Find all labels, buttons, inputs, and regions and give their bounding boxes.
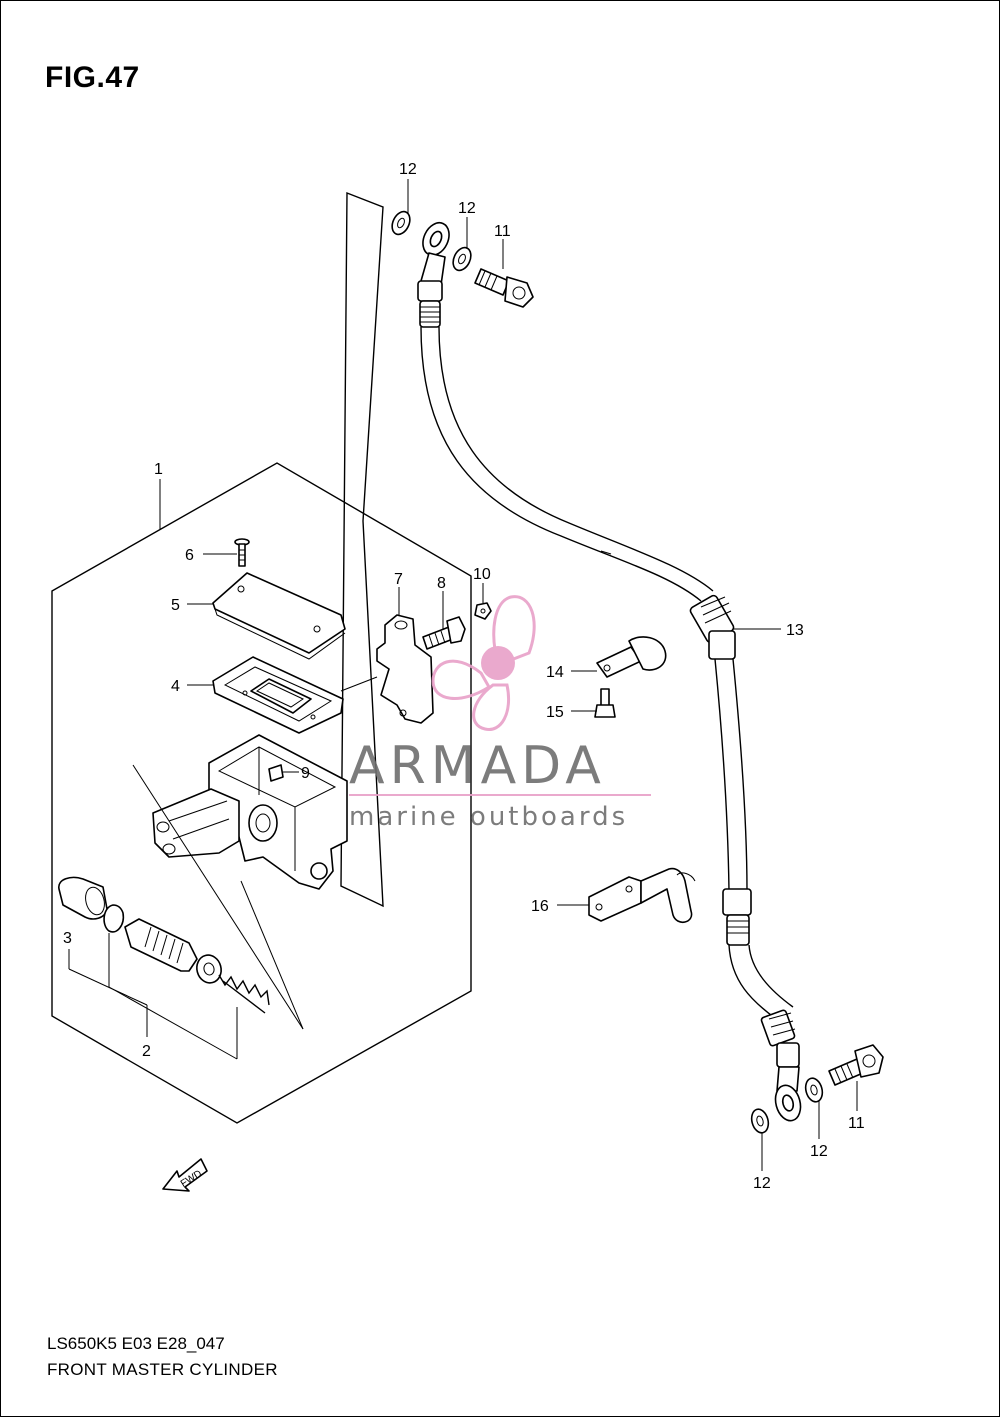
circlip bbox=[103, 904, 125, 933]
callout-15: 15 bbox=[546, 704, 564, 721]
fwd-direction-arrow: FWD bbox=[162, 1158, 208, 1192]
master-cylinder-body bbox=[152, 734, 348, 890]
callout-16: 16 bbox=[531, 898, 549, 915]
boot-3 bbox=[58, 876, 108, 920]
hose-clamp-14 bbox=[596, 636, 667, 678]
piston bbox=[124, 918, 198, 972]
callout-11-b: 11 bbox=[848, 1115, 865, 1132]
callout-7: 7 bbox=[394, 571, 403, 588]
brake-hose-13 bbox=[417, 221, 802, 1122]
assembly-1-boundary bbox=[51, 462, 472, 1124]
bolt-15 bbox=[594, 688, 616, 718]
return-spring bbox=[218, 974, 270, 1014]
washer-12-b bbox=[452, 246, 472, 272]
washer-12-a bbox=[391, 210, 411, 236]
watermark-tagline: marine outboards bbox=[349, 802, 628, 832]
callout-11-a: 11 bbox=[494, 223, 511, 240]
callout-5: 5 bbox=[171, 597, 180, 614]
washer-12-d bbox=[750, 1108, 770, 1134]
switch-7 bbox=[376, 614, 434, 724]
reservoir-group-boundary bbox=[340, 191, 384, 908]
union-bolt-11-top bbox=[474, 268, 534, 308]
hose-bracket-16 bbox=[588, 867, 696, 923]
figure-code: LS650K5 E03 E28_047 bbox=[47, 1334, 225, 1353]
callout-10: 10 bbox=[473, 566, 491, 583]
watermark-brand: ARMADA bbox=[349, 736, 606, 796]
leader-lines bbox=[68, 179, 858, 1171]
callout-13: 13 bbox=[786, 622, 804, 639]
reservoir-cap-5 bbox=[212, 572, 346, 660]
screw-6 bbox=[234, 538, 250, 567]
figure-caption: FRONT MASTER CYLINDER bbox=[47, 1360, 278, 1379]
screw-8 bbox=[422, 616, 466, 650]
diaphragm-4 bbox=[212, 656, 344, 734]
callout-6: 6 bbox=[185, 547, 194, 564]
propeller-icon bbox=[431, 595, 536, 731]
nut-10 bbox=[474, 602, 492, 620]
callout-12-a: 12 bbox=[399, 161, 417, 178]
callout-12-d: 12 bbox=[753, 1175, 771, 1192]
armada-watermark: ARMADA marine outboards bbox=[349, 595, 651, 832]
callout-1: 1 bbox=[154, 461, 163, 478]
callout-12-b: 12 bbox=[458, 200, 476, 217]
callout-8: 8 bbox=[437, 575, 446, 592]
union-bolt-11-bottom bbox=[828, 1044, 884, 1086]
figure-title: FIG.47 bbox=[45, 61, 140, 94]
callout-2: 2 bbox=[142, 1043, 151, 1060]
washer-12-c bbox=[804, 1077, 824, 1103]
callout-12-c: 12 bbox=[810, 1143, 828, 1160]
callout-3: 3 bbox=[63, 930, 72, 947]
callout-9: 9 bbox=[301, 765, 310, 782]
callout-14: 14 bbox=[546, 664, 564, 681]
callout-4: 4 bbox=[171, 678, 180, 695]
primary-cup bbox=[196, 954, 222, 984]
